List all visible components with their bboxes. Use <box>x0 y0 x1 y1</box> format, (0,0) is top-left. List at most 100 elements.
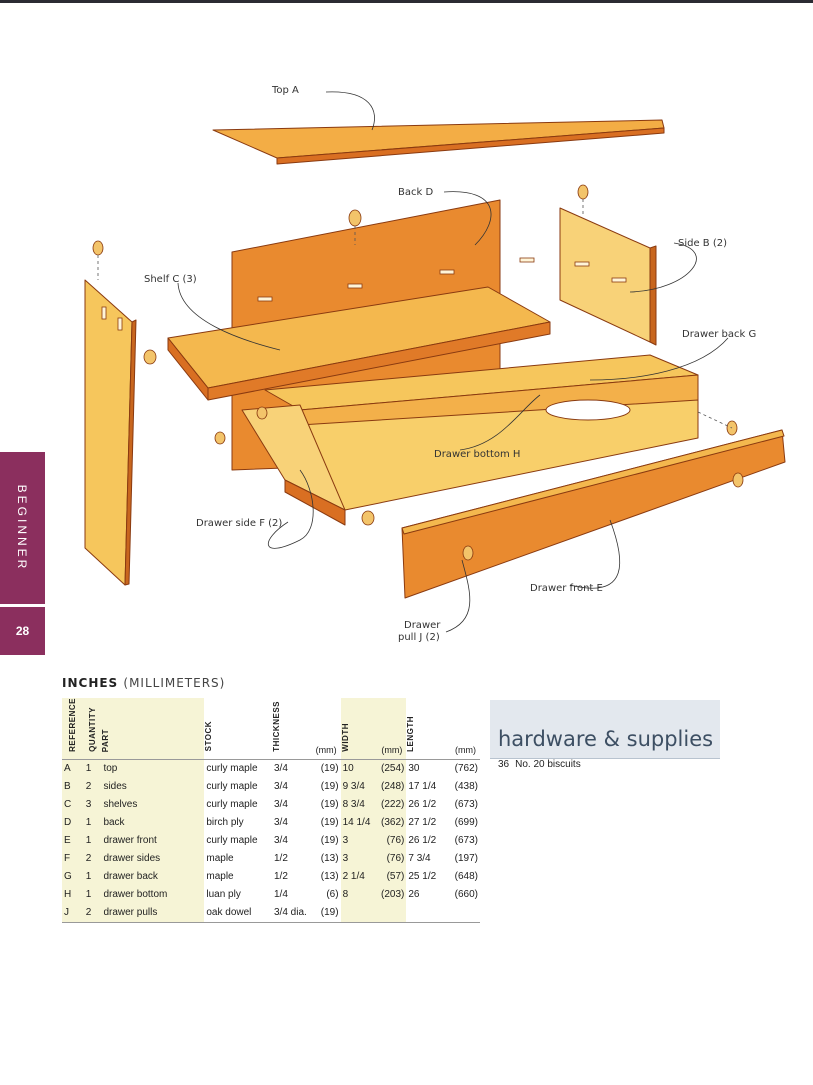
cell-part: shelves <box>101 795 205 814</box>
header-stock: STOCK <box>204 721 214 752</box>
cell-thickness-mm: (19) <box>320 835 339 847</box>
cell-length: 26 1/2 <box>408 835 437 847</box>
cell-length: 7 3/4 <box>408 853 431 865</box>
header-width-mm: (mm) <box>381 744 403 755</box>
cell-stock: maple <box>206 853 234 865</box>
cell-quantity: 1 <box>83 759 102 778</box>
cell-length: 30 <box>408 763 420 775</box>
part-top-a <box>212 119 665 159</box>
page-number: 28 <box>0 607 45 655</box>
header-thickness: THICKNESS <box>271 701 281 752</box>
cell-part: top <box>101 759 205 778</box>
cell-width: 3 <box>340 849 375 868</box>
cell-reference: B <box>62 777 84 796</box>
cell-quantity: 2 <box>83 903 102 922</box>
cell-thickness-mm: (19) <box>320 763 339 775</box>
cell-width: 10 <box>340 759 375 778</box>
cell-reference: E <box>62 831 84 850</box>
cell-length-mm: (762) <box>454 763 478 775</box>
cutlist-bottom-rule <box>62 922 480 923</box>
cell-width-mm: (362) <box>374 813 407 832</box>
hardware-title: hardware & supplies <box>498 727 714 751</box>
cell-thickness-mm: (19) <box>320 799 339 811</box>
cell-length-mm: (438) <box>454 781 478 793</box>
label-back-d: Back D <box>398 187 433 198</box>
header-width: WIDTH <box>340 723 350 752</box>
cell-length-mm: (648) <box>454 871 478 883</box>
header-reference: REFERENCE <box>68 698 78 752</box>
label-drawer-bottom-h: Drawer bottom H <box>434 449 520 460</box>
cell-part: drawer sides <box>101 849 205 868</box>
cell-reference: G <box>62 867 84 886</box>
label-side-b: Side B (2) <box>678 238 727 249</box>
header-quantity: QUANTITY <box>88 706 98 752</box>
cell-width <box>340 903 375 922</box>
header-length: LENGTH <box>406 715 416 752</box>
header-part: PART <box>101 728 111 752</box>
cell-stock: oak dowel <box>206 907 252 919</box>
cell-length-mm: (673) <box>454 835 478 847</box>
cell-length-mm: (660) <box>454 889 478 901</box>
cell-length: 26 <box>408 889 420 901</box>
cell-reference: D <box>62 813 84 832</box>
cell-stock: birch ply <box>206 817 244 829</box>
cell-width: 9 3/4 <box>340 777 375 796</box>
cell-width-mm: (57) <box>374 867 407 886</box>
cell-reference: F <box>62 849 84 868</box>
cell-reference: J <box>62 903 84 922</box>
cell-stock: luan ply <box>206 889 241 901</box>
cell-thickness-mm: (19) <box>320 907 339 919</box>
cell-length-mm: (699) <box>454 817 478 829</box>
label-drawer-side-f: Drawer side F (2) <box>196 518 282 529</box>
cell-width-mm <box>374 903 407 922</box>
cell-length: 26 1/2 <box>408 799 437 811</box>
cell-thickness: 1/2 <box>273 853 288 865</box>
cutting-list-table: REFERENCE QUANTITY PART STOCK THICKNESS … <box>62 698 480 922</box>
cell-width: 14 1/4 <box>340 813 375 832</box>
cell-length: 25 1/2 <box>408 871 437 883</box>
cell-stock: curly maple <box>206 781 258 793</box>
header-thickness-mm: (mm) <box>315 744 337 755</box>
cell-part: drawer bottom <box>101 885 205 904</box>
cell-thickness-mm: (19) <box>320 817 339 829</box>
label-drawer-pull-line2: pull J (2) <box>398 632 440 643</box>
cutlist-header-row: REFERENCE QUANTITY PART STOCK THICKNESS … <box>62 698 480 760</box>
cell-part: drawer back <box>101 867 205 886</box>
cell-reference: A <box>62 759 84 778</box>
cell-width: 3 <box>340 831 375 850</box>
cell-quantity: 1 <box>83 885 102 904</box>
cell-quantity: 1 <box>83 813 102 832</box>
cell-thickness: 3/4 <box>273 835 288 847</box>
cell-thickness: 3/4 dia. <box>273 907 307 919</box>
cell-length-mm <box>444 904 480 922</box>
cell-width-mm: (76) <box>374 849 407 868</box>
cell-part: drawer pulls <box>101 903 205 922</box>
header-length-mm: (mm) <box>455 744 476 755</box>
cell-length: 17 1/4 <box>408 781 437 793</box>
hardware-rule <box>490 758 720 759</box>
exploded-view-diagram: Top A Back D Side B (2) Shelf C (3) Draw… <box>84 85 786 643</box>
cell-width: 2 1/4 <box>340 867 375 886</box>
cell-part: sides <box>101 777 205 796</box>
cell-stock: curly maple <box>206 799 258 811</box>
hardware-header-box <box>490 700 720 758</box>
cell-thickness: 1/4 <box>273 889 288 901</box>
cell-thickness-mm: (6) <box>326 889 339 901</box>
cutlist-heading-units: INCHES <box>62 676 119 690</box>
cutlist-heading-metric: (MILLIMETERS) <box>123 676 226 690</box>
hardware-item-name: No. 20 biscuits <box>515 759 581 770</box>
label-drawer-pull-line1: Drawer <box>404 620 441 631</box>
cell-stock: maple <box>206 871 234 883</box>
cell-quantity: 3 <box>83 795 102 814</box>
cell-quantity: 2 <box>83 777 102 796</box>
cell-width-mm: (203) <box>374 885 407 904</box>
